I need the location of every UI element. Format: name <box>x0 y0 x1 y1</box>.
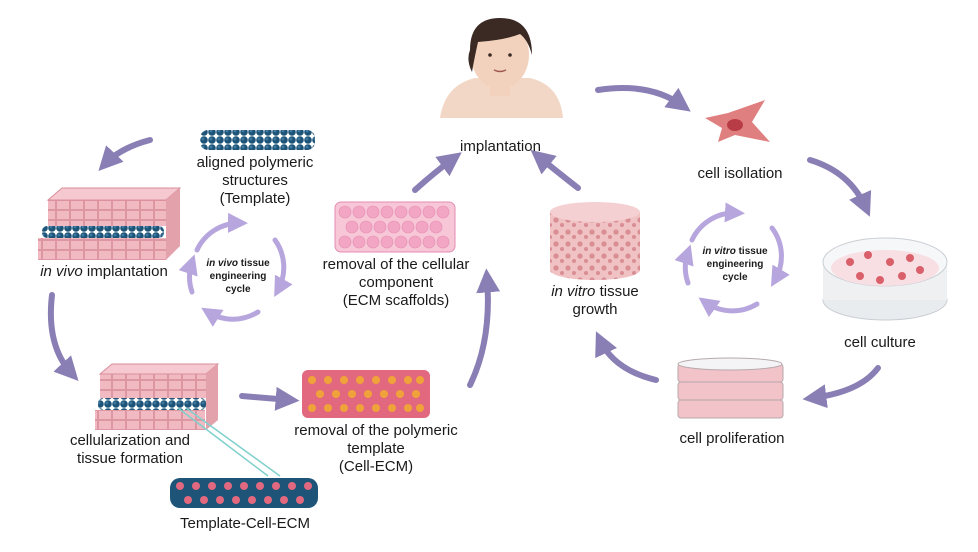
ecm-scaffold-icon <box>334 201 456 253</box>
arrow-to-cell-ecm <box>239 386 300 411</box>
cell-proliferation-label: cell proliferation <box>679 430 785 447</box>
in-vivo-cycle-label: in vivo tissue engineering cycle <box>206 258 270 295</box>
arrow-to-cell-proliferation <box>802 365 881 409</box>
polymer-template-icon <box>200 130 315 150</box>
in-vitro-growth-label: in vitro tissue growth <box>551 283 639 318</box>
arrow-to-implantation-left <box>412 152 462 193</box>
arrow-to-cell-isolation <box>595 85 691 112</box>
in-vivo-implantation-label: in vivo implantation <box>40 263 168 280</box>
isolated-cell-icon <box>705 100 770 142</box>
flow-arrows <box>47 85 881 411</box>
in-vitro-cycle-label: in vitro tissue engineering cycle <box>702 246 768 283</box>
arrow-to-ecm-scaffold <box>467 268 501 388</box>
arrow-to-in-vitro-growth <box>595 331 659 383</box>
cell-ecm-icon <box>302 370 430 418</box>
cell-isolation-label: cell isollation <box>697 165 783 182</box>
stacked-dishes-icon <box>677 357 784 419</box>
person-icon <box>440 18 563 118</box>
cell-culture-label: cell culture <box>844 334 916 351</box>
cellularized-block-icon <box>95 363 281 477</box>
removal-cellular-label: removal of the cellular component (ECM s… <box>322 256 470 309</box>
arrow-to-implantation-right <box>530 149 581 191</box>
removal-polymeric-label: removal of the polymeric template (Cell-… <box>294 422 458 475</box>
aligned-polymeric-label: aligned polymeric structures (Template) <box>196 154 314 207</box>
arrow-to-in-vivo-block <box>98 137 153 172</box>
template-cell-ecm-icon <box>170 478 318 508</box>
cellularization-label: cellularization and tissue formation <box>69 432 191 467</box>
arrow-to-cellularization <box>47 292 79 382</box>
tissue-implant-block-icon <box>38 187 182 260</box>
template-cell-ecm-label: Template-Cell-ECM <box>179 515 311 532</box>
petri-dish-icon <box>822 237 948 321</box>
in-vitro-cycle-ring <box>674 202 790 318</box>
in-vivo-cycle-ring <box>178 212 293 327</box>
arrow-to-cell-culture <box>807 157 872 217</box>
tissue-cylinder-icon <box>550 202 640 280</box>
implantation-label: implantation <box>460 138 541 155</box>
